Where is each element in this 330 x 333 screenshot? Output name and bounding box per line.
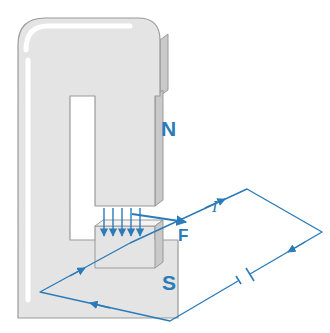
wire-loop bbox=[40, 189, 322, 321]
magnet-side bbox=[160, 34, 168, 96]
pole-side bbox=[155, 220, 163, 268]
pole-label: S bbox=[162, 272, 176, 293]
magnet-highlight bbox=[26, 60, 31, 300]
horseshoe-magnet bbox=[18, 18, 178, 318]
magnet-highlight bbox=[26, 26, 130, 50]
pole-side bbox=[155, 90, 163, 206]
current-label: I bbox=[212, 199, 217, 215]
pole-label: N bbox=[161, 118, 176, 139]
battery-symbol bbox=[236, 268, 254, 284]
pole-top bbox=[95, 220, 163, 226]
pole-edge bbox=[95, 268, 155, 269]
pole-edge bbox=[95, 240, 96, 268]
force-label: F bbox=[178, 227, 188, 244]
current-arrows bbox=[70, 199, 305, 308]
field-lines bbox=[104, 208, 140, 236]
